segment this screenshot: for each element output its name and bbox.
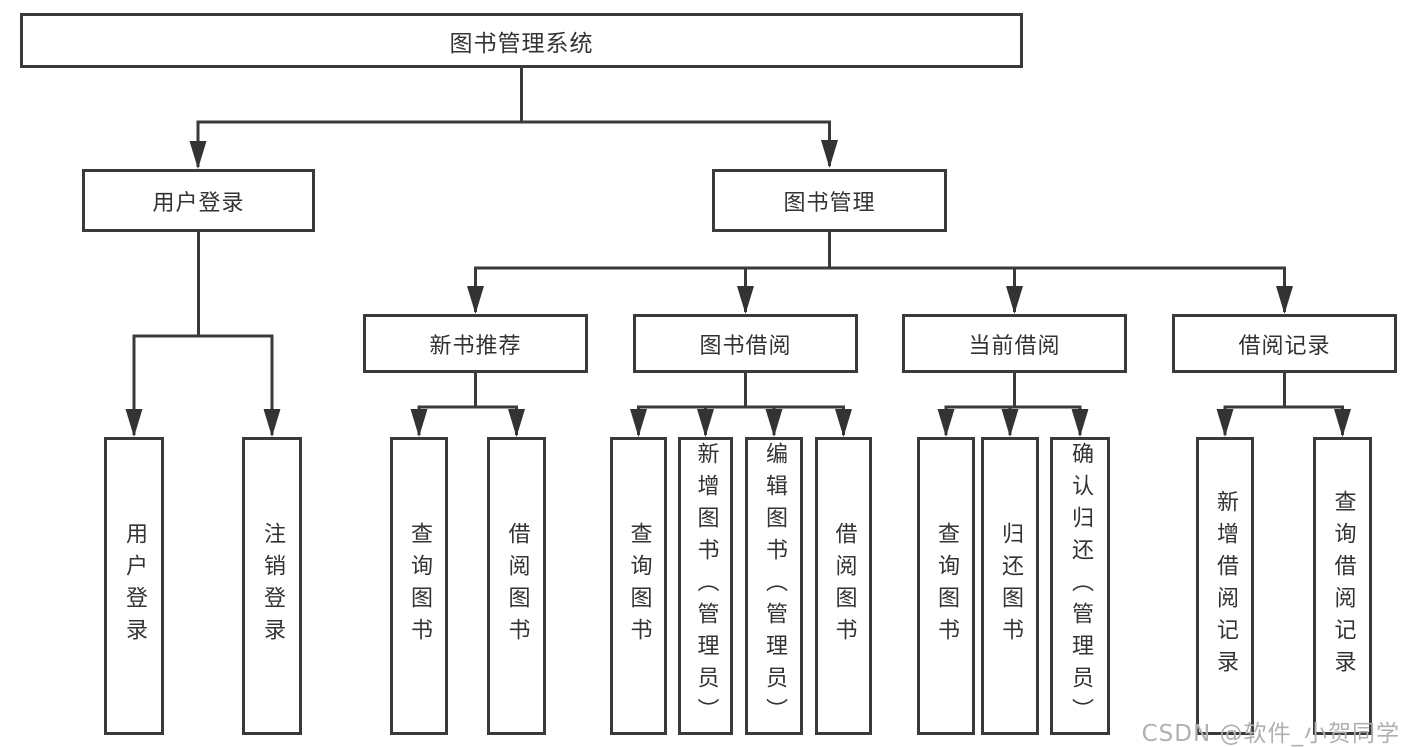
node-book-borrowing: 图书借阅 <box>633 314 858 373</box>
leaf-query-books-recommend: 查询图书 <box>390 437 448 735</box>
node-library-system: 图书管理系统 <box>20 13 1023 68</box>
node-current-borrowing: 当前借阅 <box>902 314 1127 373</box>
node-new-book-recommend: 新书推荐 <box>363 314 588 373</box>
leaf-query-books-current: 查询图书 <box>917 437 975 735</box>
watermark: CSDN @软件_小贺同学 <box>1141 721 1400 747</box>
arrowheads <box>125 140 1351 437</box>
leaf-add-book-admin: 新增图书（管理员） <box>678 437 733 735</box>
leaf-query-books-borrowing: 查询图书 <box>610 437 667 735</box>
node-book-management: 图书管理 <box>712 169 947 232</box>
leaf-add-borrow-record: 新增借阅记录 <box>1196 437 1254 735</box>
leaf-confirm-return-admin: 确认归还（管理员） <box>1050 437 1110 735</box>
node-user-login: 用户登录 <box>82 169 315 232</box>
leaf-borrow-books-recommend: 借阅图书 <box>487 437 546 735</box>
node-borrowing-records: 借阅记录 <box>1172 314 1397 373</box>
leaf-borrow-books: 借阅图书 <box>815 437 872 735</box>
leaf-logout: 注销登录 <box>242 437 302 735</box>
leaf-user-login: 用户登录 <box>104 437 164 735</box>
leaf-query-borrow-record: 查询借阅记录 <box>1313 437 1372 735</box>
leaf-edit-book-admin: 编辑图书（管理员） <box>745 437 803 735</box>
leaf-return-books: 归还图书 <box>981 437 1039 735</box>
